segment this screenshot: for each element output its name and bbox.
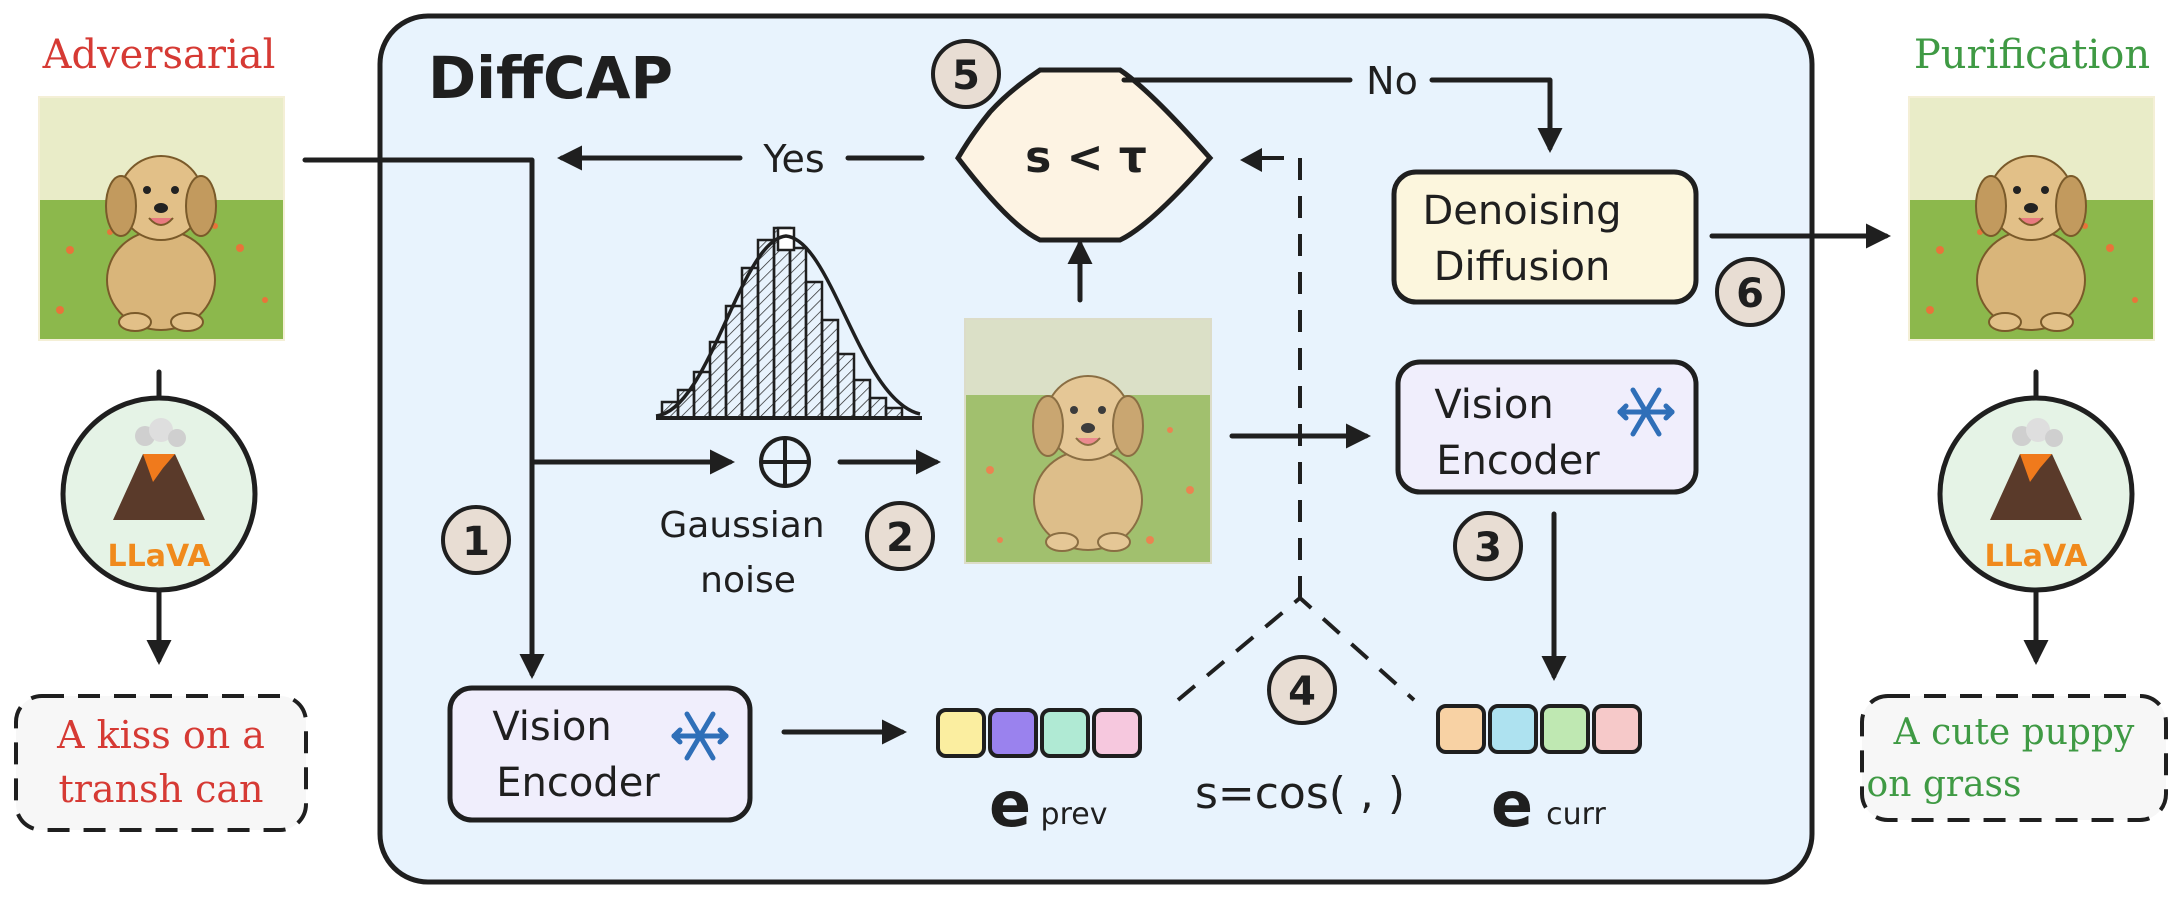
gaussian-noise-line2: noise — [700, 560, 796, 601]
vision-encoder-left-line1: Vision — [492, 704, 611, 750]
purified-image — [1908, 96, 2155, 341]
purified-output-box — [1860, 694, 2168, 822]
adversarial-image — [38, 96, 285, 341]
yes-label: Yes — [762, 137, 824, 181]
e-curr-cell-2 — [1488, 704, 1538, 754]
e-prev-main: e — [989, 768, 1031, 841]
adversarial-output-box — [14, 694, 308, 832]
step-5-number: 5 — [952, 53, 980, 99]
step-1-circle — [441, 505, 511, 575]
e-curr-cell-4 — [1592, 704, 1642, 754]
purification-title: Purification — [1914, 32, 2150, 78]
vision-encoder-right-line2: Encoder — [1436, 438, 1600, 484]
noisy-puppy-image-icon — [964, 318, 1212, 564]
decision-diamond — [954, 67, 1214, 243]
gaussian-histogram-icon — [655, 226, 922, 420]
snowflake-icon — [1617, 387, 1675, 437]
e-curr-sub: curr — [1546, 797, 1606, 832]
step-6-circle — [1715, 257, 1785, 327]
denoising-diffusion-box — [1391, 169, 1699, 305]
snowflake-icon — [671, 711, 729, 761]
no-label: No — [1366, 59, 1418, 103]
step-2-number: 2 — [886, 515, 914, 561]
right-llava-label: LLaVA — [1985, 539, 2089, 574]
e-curr-cell-3 — [1540, 704, 1590, 754]
e-prev-sub: prev — [1041, 797, 1108, 832]
gaussian-noise-line1: Gaussian — [659, 505, 824, 546]
purified-output-line1: A cute puppy — [1893, 712, 2135, 753]
step-4-number: 4 — [1288, 669, 1316, 715]
adversarial-title: Adversarial — [42, 32, 276, 78]
vision-encoder-right — [1395, 359, 1699, 495]
e-curr-main: e — [1491, 768, 1533, 841]
circled-plus-icon — [759, 436, 811, 488]
step-5-circle — [931, 39, 1001, 109]
e-prev-cell-2 — [988, 708, 1038, 758]
puppy-icon — [1032, 375, 1144, 552]
step-1-number: 1 — [462, 519, 490, 565]
step-3-circle — [1453, 511, 1523, 581]
step-4-circle — [1267, 655, 1337, 725]
puppy-icon — [1975, 155, 2087, 332]
e-curr-cell-1 — [1436, 704, 1486, 754]
vision-encoder-left — [447, 685, 753, 823]
decision-text: s < τ — [1025, 132, 1147, 183]
step-6-number: 6 — [1736, 271, 1764, 317]
adversarial-output-line1: A kiss on a — [56, 713, 265, 757]
e-prev-cell-1 — [936, 708, 986, 758]
e-prev-cell-3 — [1040, 708, 1090, 758]
e-prev-cell-4 — [1092, 708, 1142, 758]
adversarial-output-line2: transh can — [58, 767, 263, 811]
diffusion-line1: Denoising — [1422, 188, 1621, 234]
puppy-icon — [105, 155, 217, 332]
step-2-circle — [865, 501, 935, 571]
step-3-number: 3 — [1474, 525, 1502, 571]
volcano-icon — [1990, 418, 2082, 520]
e-prev-embedding — [936, 708, 1142, 758]
e-curr-embedding — [1436, 704, 1642, 754]
panel-title: DiffCAP — [428, 44, 673, 112]
left-llava-label: LLaVA — [108, 539, 212, 574]
vision-encoder-left-line2: Encoder — [496, 760, 660, 806]
volcano-icon — [113, 418, 205, 520]
purified-output-line2: on grass — [1867, 764, 2022, 805]
similarity-formula: s=cos( , ) — [1195, 768, 1405, 819]
diffusion-line2: Diffusion — [1434, 244, 1611, 290]
vision-encoder-right-line1: Vision — [1434, 382, 1553, 428]
